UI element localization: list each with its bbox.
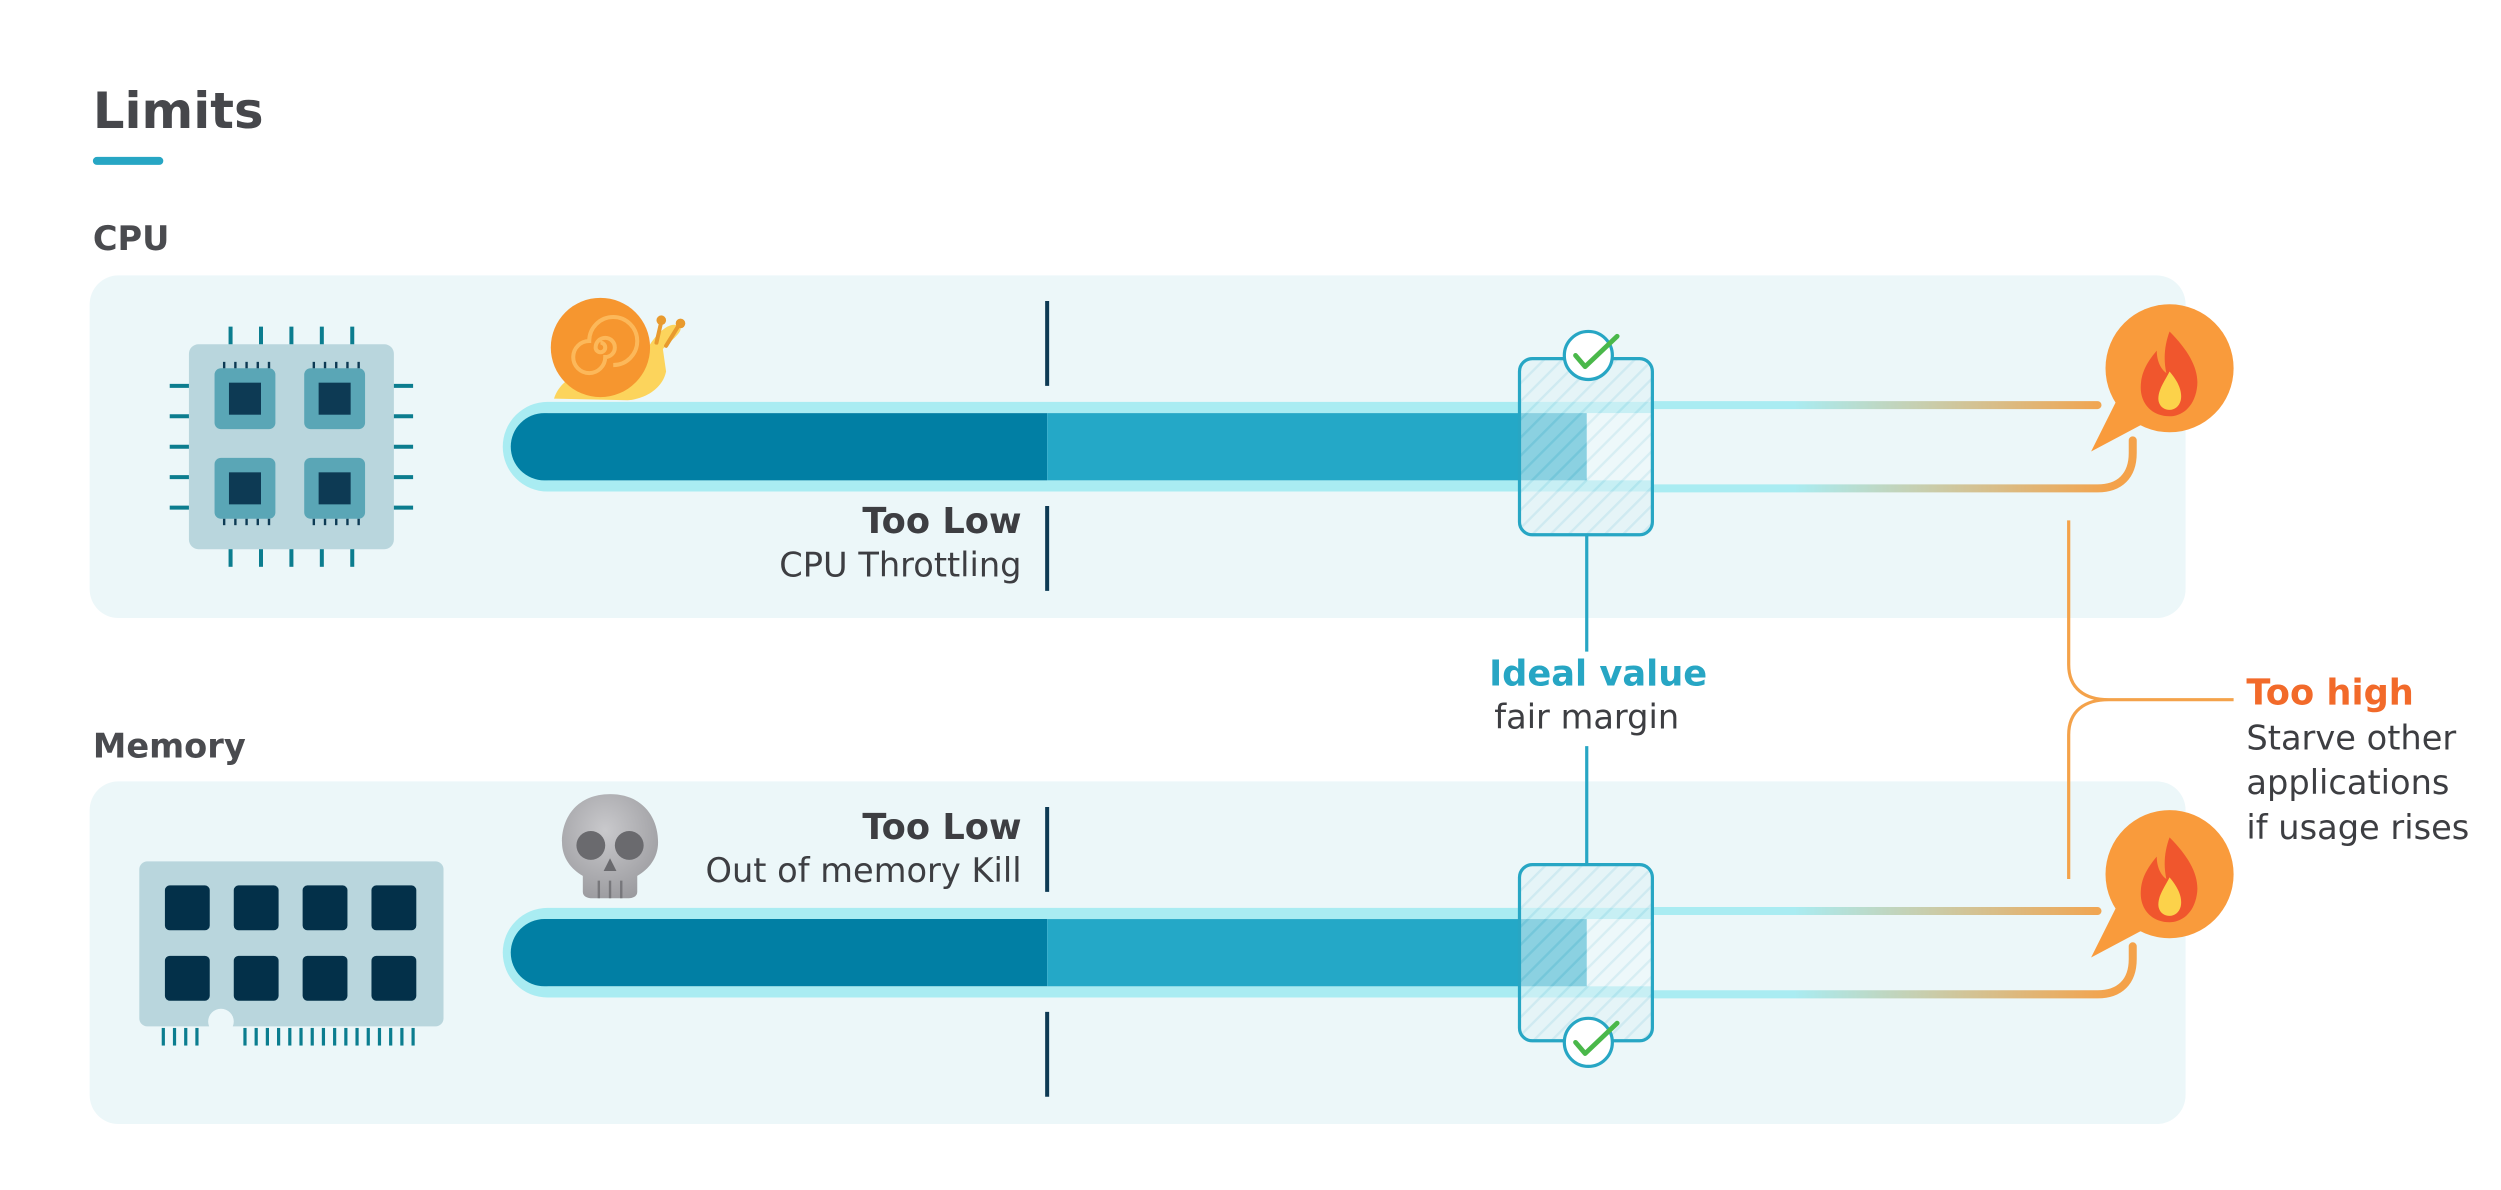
snail-icon [550,297,686,401]
too-high-label: Too high Starve other applications if us… [2246,674,2469,850]
cpu-ideal-zone [1517,329,1654,537]
cpu-fire-bubble-icon [2091,304,2234,452]
too-high-desc-line: applications [2246,763,2450,803]
cpu-too-low-desc: CPU Throttling [779,545,1022,585]
memory-section-label: Memory [92,726,246,766]
too-high-desc-line: if usage rises [2246,808,2470,848]
title-underline [92,156,164,165]
memory-ideal-zone [1517,863,1654,1068]
cpu-chip-icon [169,326,414,567]
memory-too-low-label: Too Low Out of memory Kill [705,808,1022,891]
memory-module-icon [139,861,444,1046]
too-high-desc-line: Starve other [2246,718,2457,758]
cpu-too-low-title: Too Low [862,502,1022,543]
memory-fire-bubble-icon [2091,810,2234,958]
memory-too-low-desc: Out of memory Kill [705,851,1022,891]
too-high-title: Too high [2246,674,2414,715]
ideal-value-label: Ideal value fair margin [1489,654,1708,737]
ideal-value-title: Ideal value [1489,654,1708,695]
cpu-usage-bar [502,401,2137,493]
memory-too-low-title: Too Low [862,808,1022,849]
page-title: Limits [92,83,264,141]
memory-usage-bar [502,907,2137,999]
cpu-section-label: CPU [92,219,170,258]
too-high-bracket [2067,520,2234,880]
ideal-value-desc: fair margin [1494,698,1680,737]
skull-icon [562,794,659,899]
cpu-too-low-label: Too Low CPU Throttling [779,502,1022,585]
